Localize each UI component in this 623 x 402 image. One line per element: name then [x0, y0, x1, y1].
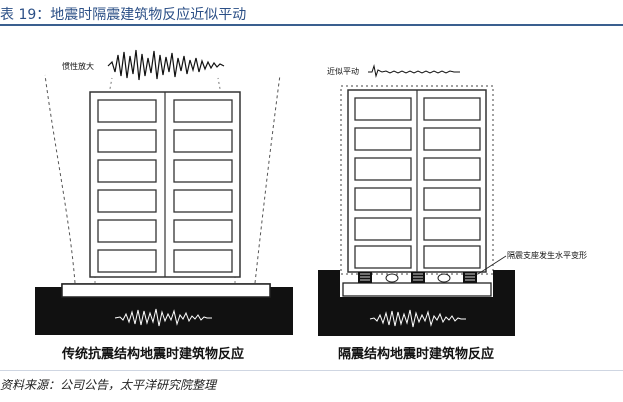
isolation-bearing	[463, 272, 477, 283]
table-title: 表 19：地震时隔震建筑物反应近似平动	[0, 7, 247, 23]
right-panel: 近似平动	[318, 64, 587, 336]
left-window	[97, 189, 157, 213]
right-window	[423, 217, 481, 241]
right-ground-motion-wave	[369, 309, 466, 328]
damper	[437, 273, 451, 283]
left-window	[173, 249, 233, 273]
left-window	[97, 99, 157, 123]
left-window	[173, 159, 233, 183]
left-window	[97, 129, 157, 153]
right-window	[423, 127, 481, 151]
right-translation-label: 近似平动	[327, 66, 359, 76]
right-window	[423, 157, 481, 181]
footer-divider	[0, 370, 623, 371]
right-window	[423, 97, 481, 121]
left-window	[173, 129, 233, 153]
isolation-bearing	[358, 272, 372, 283]
left-window	[97, 159, 157, 183]
table-title-bar: 表 19：地震时隔震建筑物反应近似平动	[0, 0, 623, 26]
right-caption: 隔震结构地震时建筑物反应	[338, 347, 495, 362]
right-window	[423, 187, 481, 211]
right-window	[354, 217, 412, 241]
left-foundation-plate-cover	[61, 283, 271, 298]
right-window	[354, 97, 412, 121]
bearing-callout-line	[477, 255, 507, 275]
right-window	[354, 245, 412, 269]
right-window	[354, 187, 412, 211]
bearing-callout-label: 隔震支座发生水平变形	[507, 250, 587, 260]
seismic-comparison-diagram: 惯性放大 近似平动	[35, 49, 587, 336]
left-window	[173, 189, 233, 213]
left-panel: 惯性放大	[35, 49, 293, 335]
left-sway-outer-left	[44, 74, 76, 284]
left-amplified-wave	[107, 49, 225, 81]
left-window	[97, 249, 157, 273]
damper	[385, 273, 399, 283]
isolation-bearing	[411, 272, 425, 283]
left-caption: 传统抗震结构地震时建筑物反应	[62, 347, 245, 362]
right-translation-wave	[368, 64, 460, 78]
left-window	[173, 99, 233, 123]
left-sway-outer-right	[254, 74, 281, 284]
left-amplification-label: 惯性放大	[62, 61, 94, 71]
source-note: 资料来源：公司公告，太平洋研究院整理	[0, 378, 217, 392]
right-window	[423, 245, 481, 269]
left-ground-motion-wave	[114, 308, 212, 327]
right-window	[354, 127, 412, 151]
left-window	[173, 219, 233, 243]
right-window	[354, 157, 412, 181]
left-window	[97, 219, 157, 243]
right-base-plate	[342, 282, 492, 297]
